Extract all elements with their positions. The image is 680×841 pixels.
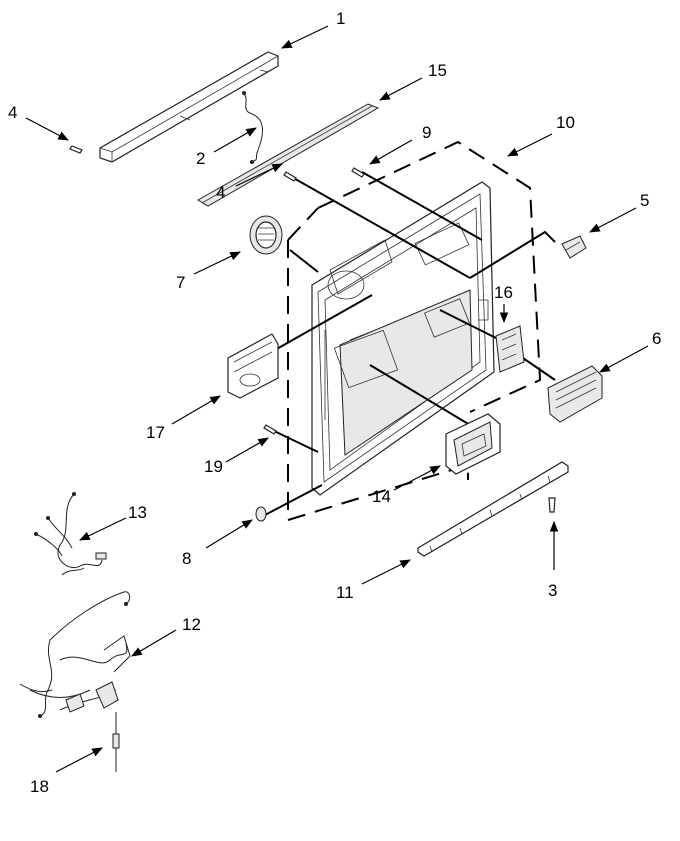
vent-part-7 — [249, 215, 283, 255]
control-panel-part-14 — [445, 413, 501, 475]
sensor-part-18 — [112, 712, 120, 772]
control-board-part-6 — [547, 365, 603, 423]
bushing-part-8 — [255, 506, 267, 522]
callout-3: 3 — [548, 581, 557, 600]
screw-part-4b — [283, 171, 297, 182]
callout-19: 19 — [204, 457, 223, 476]
lower-rail-part-11 — [417, 461, 569, 557]
inner-door-panel — [311, 181, 495, 496]
harness-part-12 — [19, 591, 131, 718]
clip-part-5 — [561, 235, 587, 259]
callout-2: 2 — [196, 149, 205, 168]
callout-13: 13 — [128, 503, 147, 522]
gasket-strip-part-15 — [197, 103, 380, 207]
callout-17: 17 — [146, 423, 165, 442]
callout-arrows — [25, 25, 649, 773]
callout-1: 1 — [336, 9, 345, 28]
dispenser-part-17 — [227, 333, 279, 399]
screw-part-9 — [351, 167, 365, 178]
callout-15: 15 — [428, 61, 447, 80]
screw-part-3 — [548, 497, 556, 513]
connector-lines — [264, 171, 556, 516]
callout-12: 12 — [182, 615, 201, 634]
callout-5: 5 — [640, 191, 649, 210]
callout-11: 11 — [336, 583, 354, 602]
callout-6: 6 — [652, 329, 661, 348]
callout-numbers: 1 15 4 2 9 10 4 5 7 16 6 17 19 14 8 11 3… — [8, 9, 661, 796]
harness-part-13 — [34, 492, 107, 576]
callout-4b: 4 — [216, 183, 225, 202]
door-assembly-boundary — [287, 140, 542, 522]
screw-part-4a — [69, 145, 83, 154]
top-trim-part-1 — [99, 51, 279, 163]
callout-9: 9 — [422, 123, 431, 142]
callout-18: 18 — [30, 777, 49, 796]
callout-10: 10 — [556, 113, 575, 132]
callout-4a: 4 — [8, 103, 17, 122]
callout-14: 14 — [372, 487, 391, 506]
bracket-part-16 — [495, 325, 525, 373]
wire-part-2 — [242, 91, 263, 164]
callout-8: 8 — [182, 549, 191, 568]
callout-16: 16 — [494, 283, 513, 302]
callout-7: 7 — [176, 273, 185, 292]
screw-part-19 — [263, 424, 277, 435]
